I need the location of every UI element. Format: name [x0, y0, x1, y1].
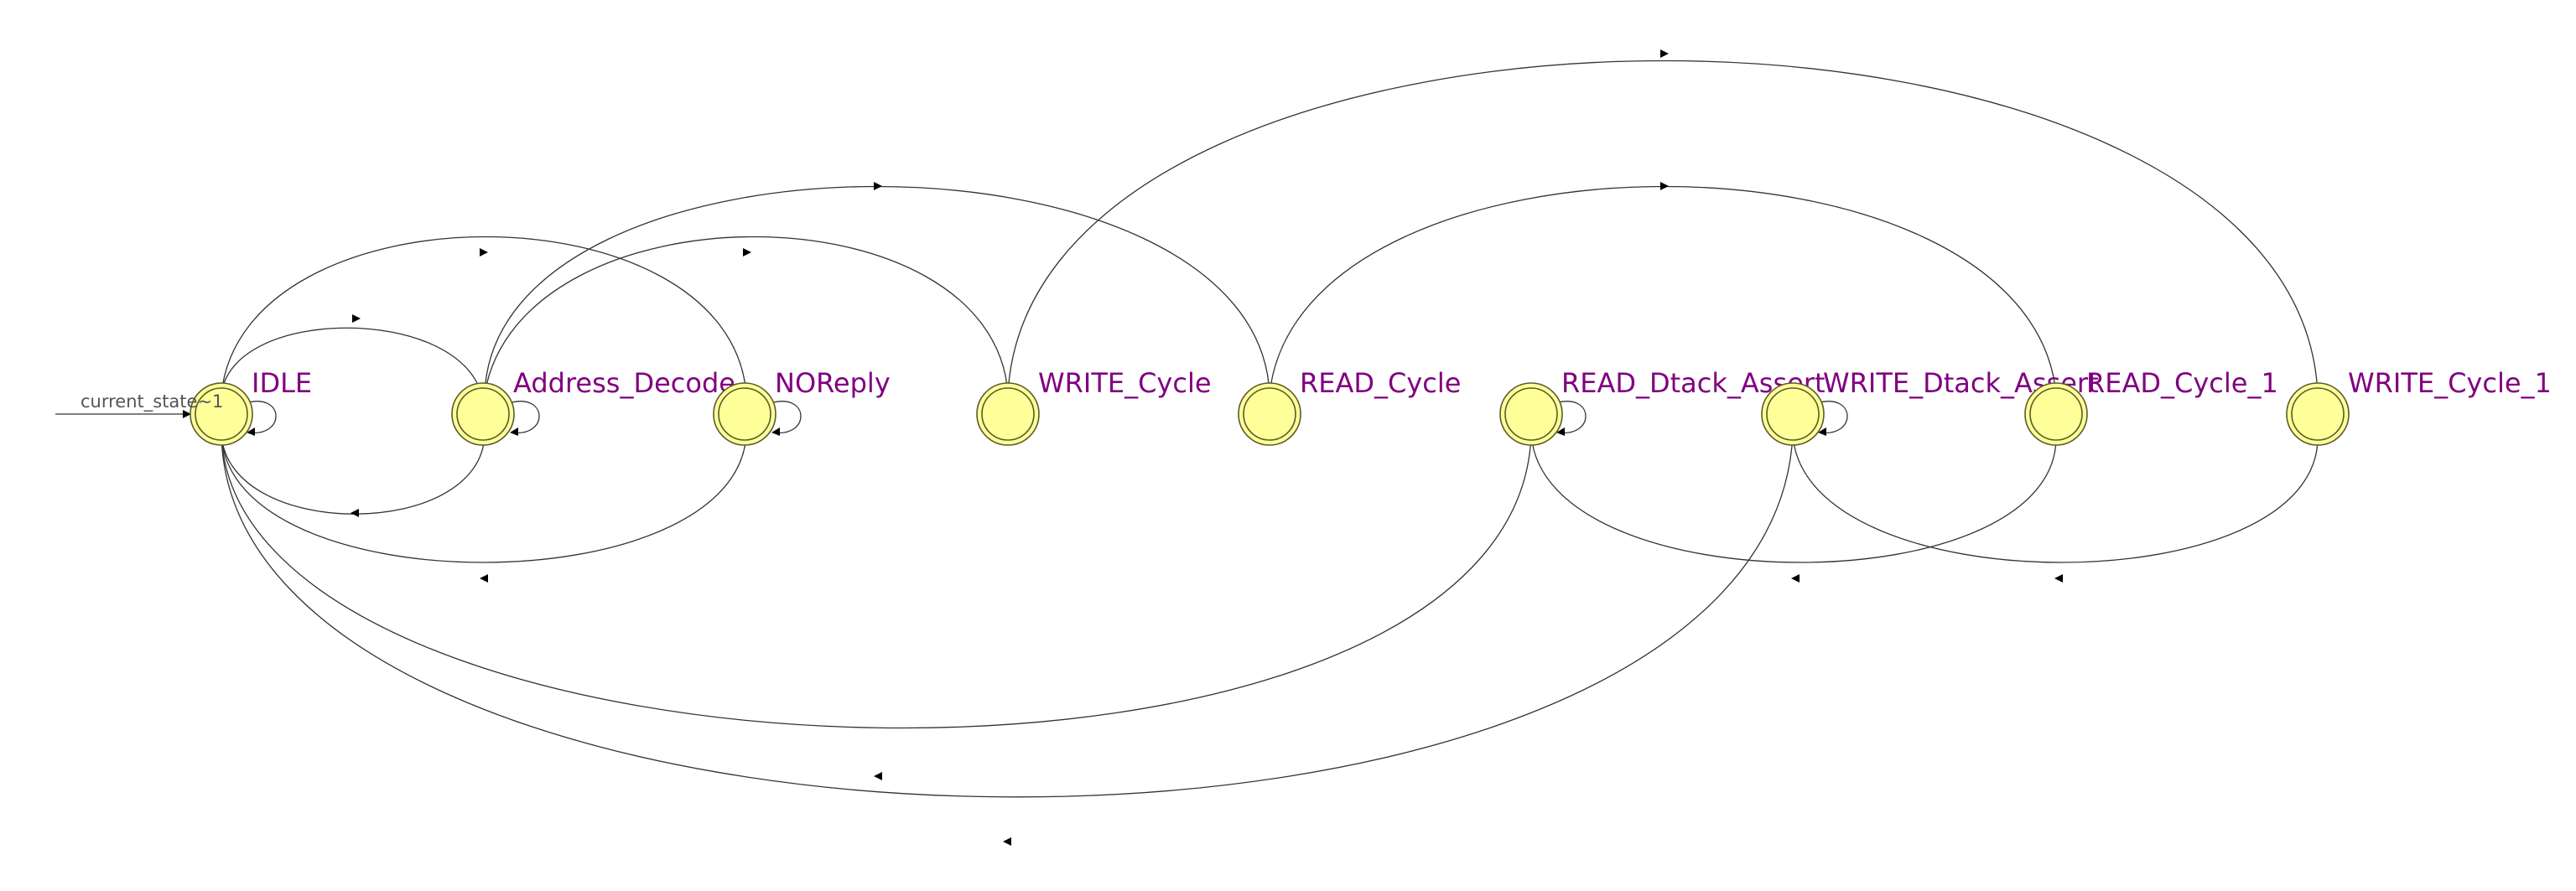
transition-write-cycle-to-write-cycle-1[interactable]	[1007, 60, 2319, 395]
transition-write-dtack-assert-to-idle[interactable]	[221, 433, 1794, 798]
arrowhead-self-loop-write-dtack-assert	[1818, 427, 1826, 436]
arrowhead-initial	[183, 410, 191, 418]
arrowhead-address-decode-to-read-cycle	[874, 182, 882, 190]
arrowhead-write-dtack-assert-to-idle	[1003, 837, 1011, 846]
arrowhead-self-loop-noreply	[771, 427, 780, 436]
transition-read-dtack-assert-to-idle[interactable]	[221, 433, 1532, 729]
arrowhead-idle-to-noreply	[480, 248, 488, 256]
transitions	[55, 60, 2319, 798]
state-label-write-cycle-1: WRITE_Cycle_1	[2348, 367, 2552, 399]
self-loop-read-dtack-assert[interactable]	[1557, 401, 1587, 434]
self-loop-address-decode[interactable]	[511, 401, 540, 434]
arrowheads	[183, 49, 2063, 846]
self-loop-idle[interactable]	[247, 401, 277, 434]
state-label-idle: IDLE	[252, 367, 312, 399]
state-label-write-cycle: WRITE_Cycle	[1038, 367, 1212, 399]
arrowhead-write-cycle-1-to-write-dtack-assert	[2054, 574, 2063, 583]
state-label-read-cycle-1: READ_Cycle_1	[2086, 367, 2278, 399]
self-loop-noreply[interactable]	[772, 401, 802, 434]
state-idle[interactable]: IDLE	[190, 367, 312, 446]
self-loop-write-dtack-assert[interactable]	[1819, 401, 1848, 434]
initial-transition-label: current_state~1	[80, 391, 223, 412]
transition-read-cycle-to-read-cycle-1[interactable]	[1269, 185, 2057, 395]
state-read-cycle[interactable]: READ_Cycle	[1238, 367, 1461, 446]
state-address-decode[interactable]: Address_Decode	[451, 367, 735, 446]
arrowhead-address-decode-to-idle	[351, 509, 359, 517]
transition-address-decode-to-read-cycle[interactable]	[484, 185, 1270, 395]
state-read-dtack-assert[interactable]: READ_Dtack_Assert	[1499, 367, 1826, 446]
arrowhead-self-loop-idle	[247, 427, 255, 436]
state-write-cycle[interactable]: WRITE_Cycle	[976, 367, 1212, 446]
transition-write-cycle-1-to-write-dtack-assert[interactable]	[1792, 433, 2319, 563]
transition-idle-to-address-decode[interactable]	[221, 327, 482, 395]
state-write-cycle-1[interactable]: WRITE_Cycle_1	[2286, 367, 2552, 446]
transition-read-cycle-1-to-read-dtack-assert[interactable]	[1530, 433, 2057, 563]
transition-idle-to-noreply[interactable]	[221, 236, 747, 395]
arrowhead-idle-to-address-decode	[352, 314, 361, 323]
state-noreply[interactable]: NOReply	[713, 367, 891, 446]
state-read-cycle-1[interactable]: READ_Cycle_1	[2024, 367, 2278, 446]
transition-address-decode-to-idle[interactable]	[221, 433, 486, 515]
arrowhead-noreply-to-idle	[480, 574, 488, 583]
state-label-address-decode: Address_Decode	[513, 367, 735, 399]
arrowhead-self-loop-address-decode	[510, 427, 518, 436]
state-label-read-cycle: READ_Cycle	[1300, 367, 1461, 399]
arrowhead-read-cycle-to-read-cycle-1	[1660, 182, 1669, 190]
arrowhead-self-loop-read-dtack-assert	[1556, 427, 1565, 436]
arrowhead-read-dtack-assert-to-idle	[874, 772, 882, 780]
transition-address-decode-to-write-cycle[interactable]	[484, 236, 1009, 395]
transition-noreply-to-idle[interactable]	[221, 433, 747, 563]
arrowhead-write-cycle-to-write-cycle-1	[1660, 49, 1669, 58]
state-label-noreply: NOReply	[775, 367, 891, 399]
arrowhead-address-decode-to-write-cycle	[743, 248, 751, 256]
arrowhead-read-cycle-1-to-read-dtack-assert	[1791, 574, 1800, 583]
